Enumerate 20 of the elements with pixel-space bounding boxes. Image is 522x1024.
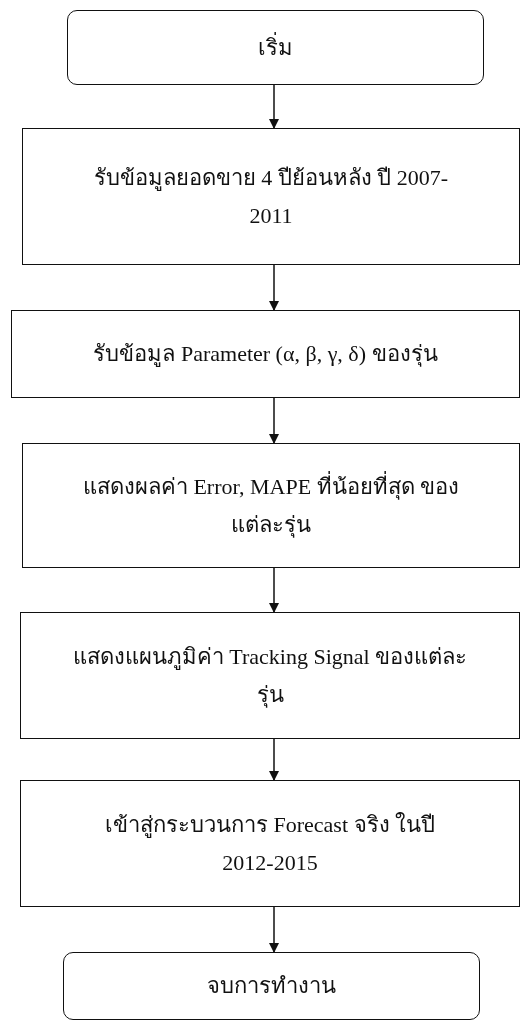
- process-box: [22, 443, 520, 568]
- arrow: [269, 397, 279, 444]
- step-text: รับข้อมูลยอดขาย 4 ปีย้อนหลัง ปี 2007-2011: [92, 163, 450, 230]
- start-terminal: [67, 10, 484, 85]
- process-box: [11, 310, 520, 398]
- arrow: [269, 264, 279, 311]
- process-box: [22, 128, 520, 265]
- step-text: เข้าสู่กระบวนการ Forecast จริง ในปี 2012-2015: [104, 810, 436, 877]
- step-text: รับข้อมูล Parameter (α, β, γ, δ) ของรุ่น: [93, 340, 438, 369]
- step-text: จบการทำงาน: [207, 972, 336, 1000]
- step-text: แสดงผลค่า Error, MAPE ที่น้อยที่สุด ของแต่ละรุ่น: [81, 470, 461, 540]
- end-terminal: [63, 952, 480, 1020]
- process-box: [20, 780, 520, 907]
- arrow: [269, 906, 279, 953]
- arrow: [269, 738, 279, 781]
- process-box: [20, 612, 520, 739]
- step-text: เริ่ม: [258, 31, 293, 62]
- arrow: [269, 84, 279, 129]
- step-text: แสดงแผนภูมิค่า Tracking Signal ของแต่ละรุ่น: [71, 642, 469, 710]
- arrow: [269, 567, 279, 613]
